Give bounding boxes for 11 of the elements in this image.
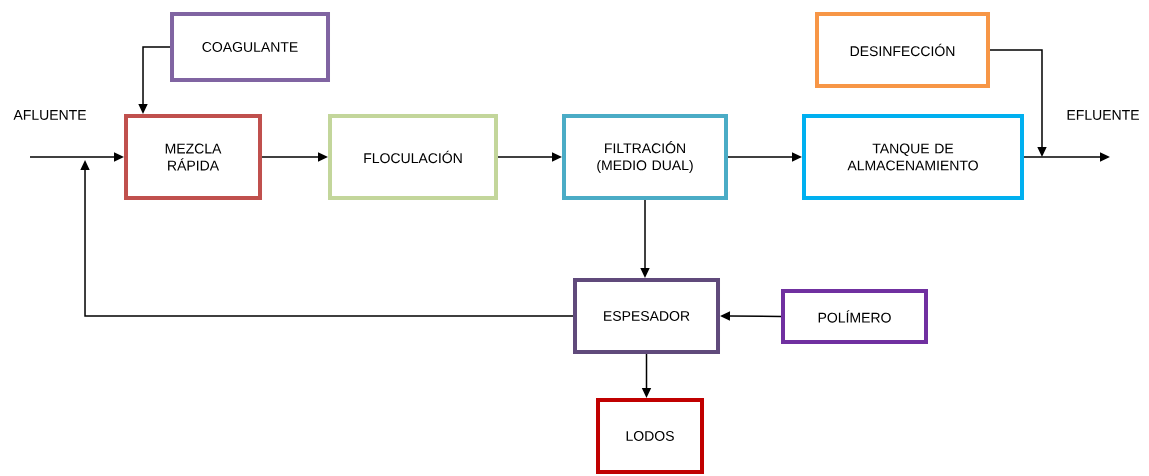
process-box: DESINFECCIÓN xyxy=(815,12,990,88)
process-box: POLÍMERO xyxy=(781,289,928,344)
process-box: ESPESADOR xyxy=(573,278,720,354)
process-box: FILTRACIÓN (MEDIO DUAL) xyxy=(562,114,728,200)
flow-label: AFLUENTE xyxy=(13,110,86,120)
process-box: LODOS xyxy=(596,398,704,474)
process-box: FLOCULACIÓN xyxy=(328,114,498,200)
process-box: COAGULANTE xyxy=(170,12,330,82)
process-box: TANQUE DE ALMACENAMIENTO xyxy=(802,114,1024,200)
flow-label: EFLUENTE xyxy=(1067,110,1139,120)
process-box: MEZCLA RÁPIDA xyxy=(124,114,262,200)
